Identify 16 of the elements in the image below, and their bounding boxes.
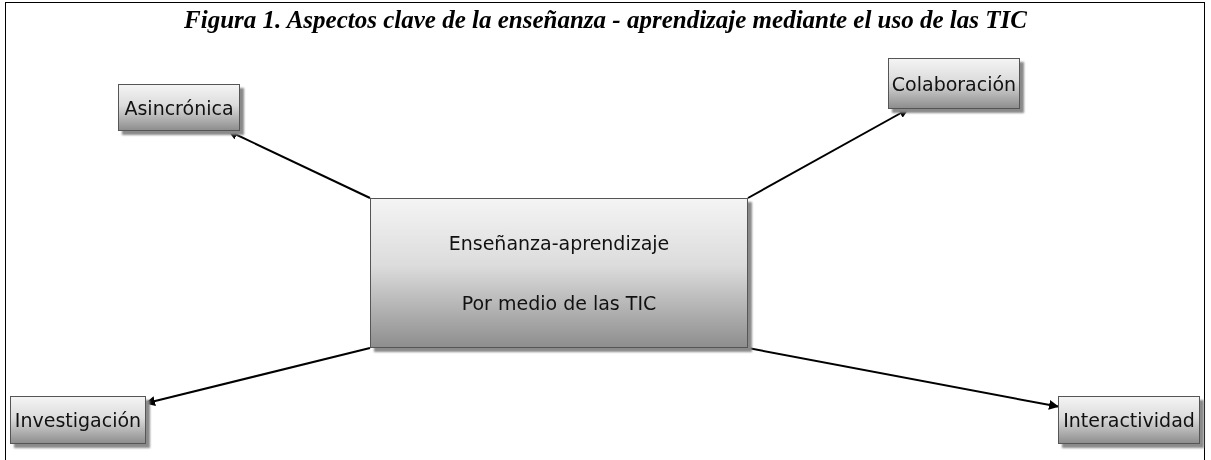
arrow: [747, 347, 1059, 410]
process-box: [1058, 396, 1200, 444]
process-box: [370, 198, 748, 348]
node-text: Por medio de las TIC: [461, 292, 657, 314]
node-text: Colaboración: [891, 72, 1017, 95]
node-text: Interactividad: [1063, 409, 1195, 431]
node-text: Asincrónica: [124, 96, 234, 119]
node-text: Enseñanza-aprendizaje: [448, 232, 670, 254]
node-text: Investigación: [14, 409, 142, 431]
arrow: [227, 130, 371, 199]
process-box: [888, 58, 1020, 109]
process-box: [10, 396, 146, 444]
arrow: [145, 347, 371, 406]
process-box: [118, 84, 240, 131]
figure-title: Figura 1. Aspectos clave de la enseñanza - aprendizaje mediante el uso de las TIC: [183, 6, 1028, 34]
arrow: [747, 108, 910, 199]
